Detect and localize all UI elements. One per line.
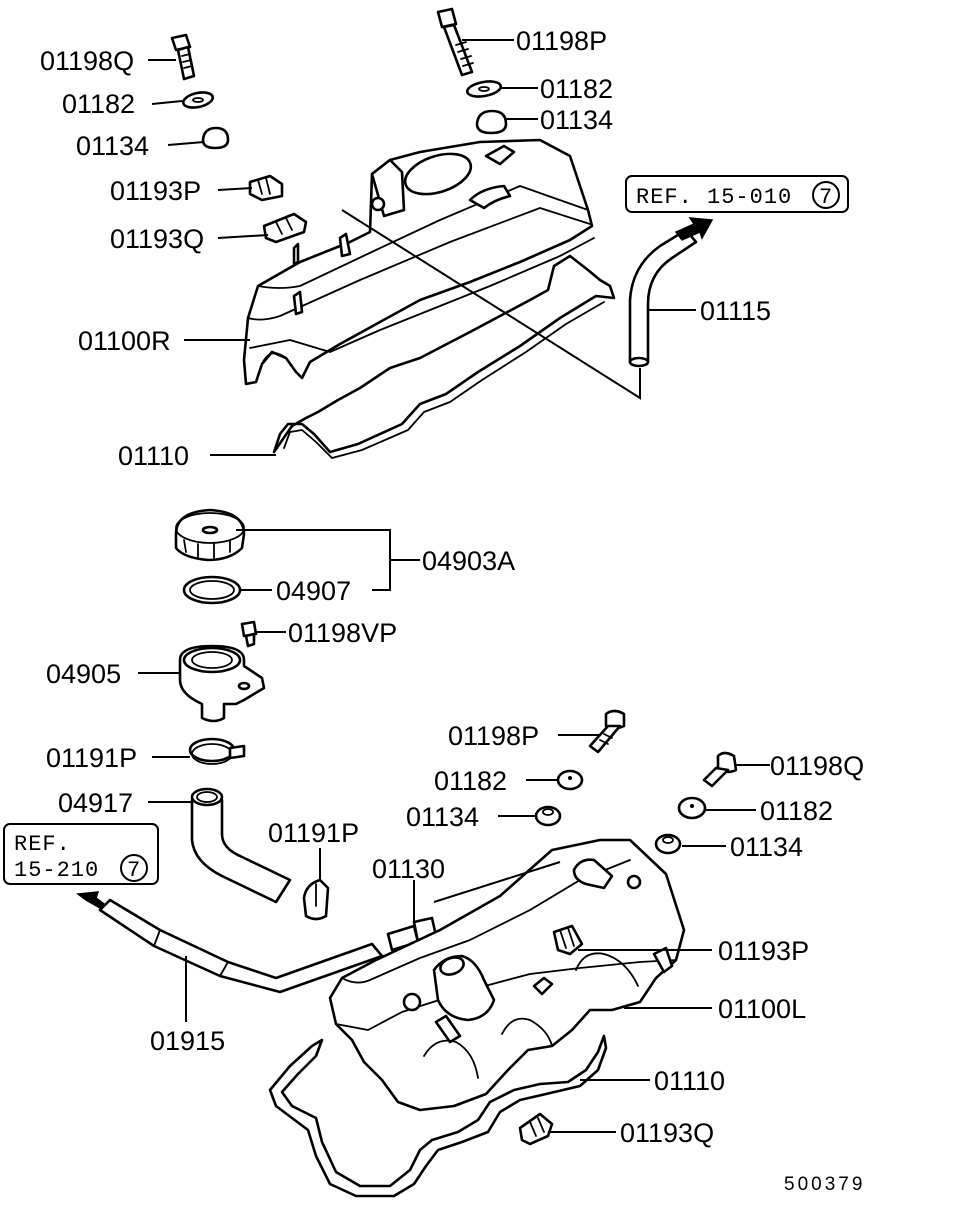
leaders-top bbox=[148, 39, 696, 456]
label-01110-bottom: 01110 bbox=[654, 1066, 725, 1096]
label-01182-mid: 01182 bbox=[434, 766, 507, 796]
label-01182-right: 01182 bbox=[760, 796, 833, 826]
washer-01182-mid bbox=[526, 769, 584, 791]
o-ring-04907 bbox=[182, 575, 242, 605]
label-04903A: 04903A bbox=[422, 546, 515, 576]
label-01134-mid: 01134 bbox=[406, 802, 479, 832]
grommet-01134-right bbox=[654, 833, 726, 855]
gasket-01110-top bbox=[272, 254, 616, 459]
bolt-01198Q-top bbox=[170, 33, 196, 81]
label-01100R: 01100R bbox=[78, 326, 171, 356]
label-01134-top-right: 01134 bbox=[540, 105, 613, 135]
label-01115: 01115 bbox=[700, 296, 771, 326]
ref-top-number: 7 bbox=[819, 185, 833, 210]
label-01182-top-right: 01182 bbox=[540, 74, 613, 104]
label-01193Q-top: 01193Q bbox=[110, 224, 204, 254]
gasket-01110-bottom bbox=[268, 1034, 650, 1198]
label-01193P-bottom: 01193P bbox=[718, 936, 809, 966]
clip-01193P-top bbox=[248, 174, 284, 202]
label-01191P-left: 01191P bbox=[46, 743, 137, 773]
ref-left-number: 7 bbox=[127, 858, 141, 883]
hose-01115 bbox=[628, 228, 698, 368]
leaders-bottom bbox=[413, 880, 712, 1009]
label-04917: 04917 bbox=[58, 788, 133, 818]
washer-01182-top-right bbox=[465, 80, 503, 98]
ref-box-top: REF. 15-010 7 bbox=[625, 175, 849, 213]
label-01198P-top: 01198P bbox=[516, 26, 607, 56]
arrow-ref-15-210 bbox=[76, 891, 106, 909]
breather-tube-01915 bbox=[98, 898, 384, 1022]
screw-01198VP bbox=[240, 620, 286, 648]
label-01198Q-right: 01198Q bbox=[770, 751, 864, 781]
clamp-01191P-left bbox=[152, 737, 246, 765]
label-01193Q-bottom: 01193Q bbox=[620, 1118, 714, 1148]
label-01100L: 01100L bbox=[718, 994, 806, 1024]
grommet-01134-top-left bbox=[201, 126, 230, 150]
label-01130: 01130 bbox=[372, 854, 445, 884]
filler-neck-04905 bbox=[138, 644, 266, 723]
washer-01182-right bbox=[677, 796, 756, 820]
label-01191P-mid: 01191P bbox=[268, 818, 359, 848]
bolt-01198Q-right bbox=[702, 751, 770, 788]
rocker-cover-01100L bbox=[328, 838, 686, 1112]
clamp-01191P-mid bbox=[302, 848, 330, 921]
bolt-01198P-top bbox=[436, 7, 474, 77]
label-01110-top: 01110 bbox=[118, 441, 189, 471]
part-labels: 01198Q 01182 01134 01198P 01182 01134 01… bbox=[40, 26, 864, 1148]
label-01198P-mid: 01198P bbox=[448, 721, 539, 751]
label-01134-right: 01134 bbox=[730, 832, 803, 862]
ref-left-line2: 15-210 bbox=[14, 858, 99, 883]
rocker-cover-01100R bbox=[242, 138, 595, 386]
grommet-01134-mid bbox=[498, 805, 562, 827]
washer-01182-top-left bbox=[181, 91, 215, 109]
reference-line-top bbox=[341, 209, 641, 400]
clip-01193Q-bottom bbox=[518, 1112, 616, 1146]
diagram-id: 500379 bbox=[784, 1174, 865, 1195]
clip-01193Q-top bbox=[262, 212, 308, 244]
bracket-04903A bbox=[236, 529, 420, 591]
arrow-ref-15-010 bbox=[674, 217, 714, 241]
label-01134-top-left: 01134 bbox=[76, 131, 149, 161]
bolt-01198P-mid bbox=[558, 709, 626, 754]
ref-top-text: REF. 15-010 bbox=[636, 185, 792, 210]
hose-04917 bbox=[148, 787, 292, 904]
label-01915: 01915 bbox=[150, 1026, 225, 1056]
oil-filler-cap-04903A bbox=[174, 508, 246, 562]
label-04905: 04905 bbox=[46, 659, 121, 689]
label-01193P-top: 01193P bbox=[110, 176, 201, 206]
reference-line-bottom bbox=[433, 861, 561, 903]
label-01198VP: 01198VP bbox=[288, 618, 397, 648]
grommet-01134-top-right bbox=[475, 109, 508, 135]
ref-left-line1: REF. bbox=[14, 832, 71, 857]
label-04907: 04907 bbox=[276, 576, 351, 606]
ref-box-left: REF. 15-210 7 bbox=[3, 823, 159, 885]
label-01182-top-left: 01182 bbox=[62, 89, 135, 119]
label-01198Q-top: 01198Q bbox=[40, 46, 134, 76]
